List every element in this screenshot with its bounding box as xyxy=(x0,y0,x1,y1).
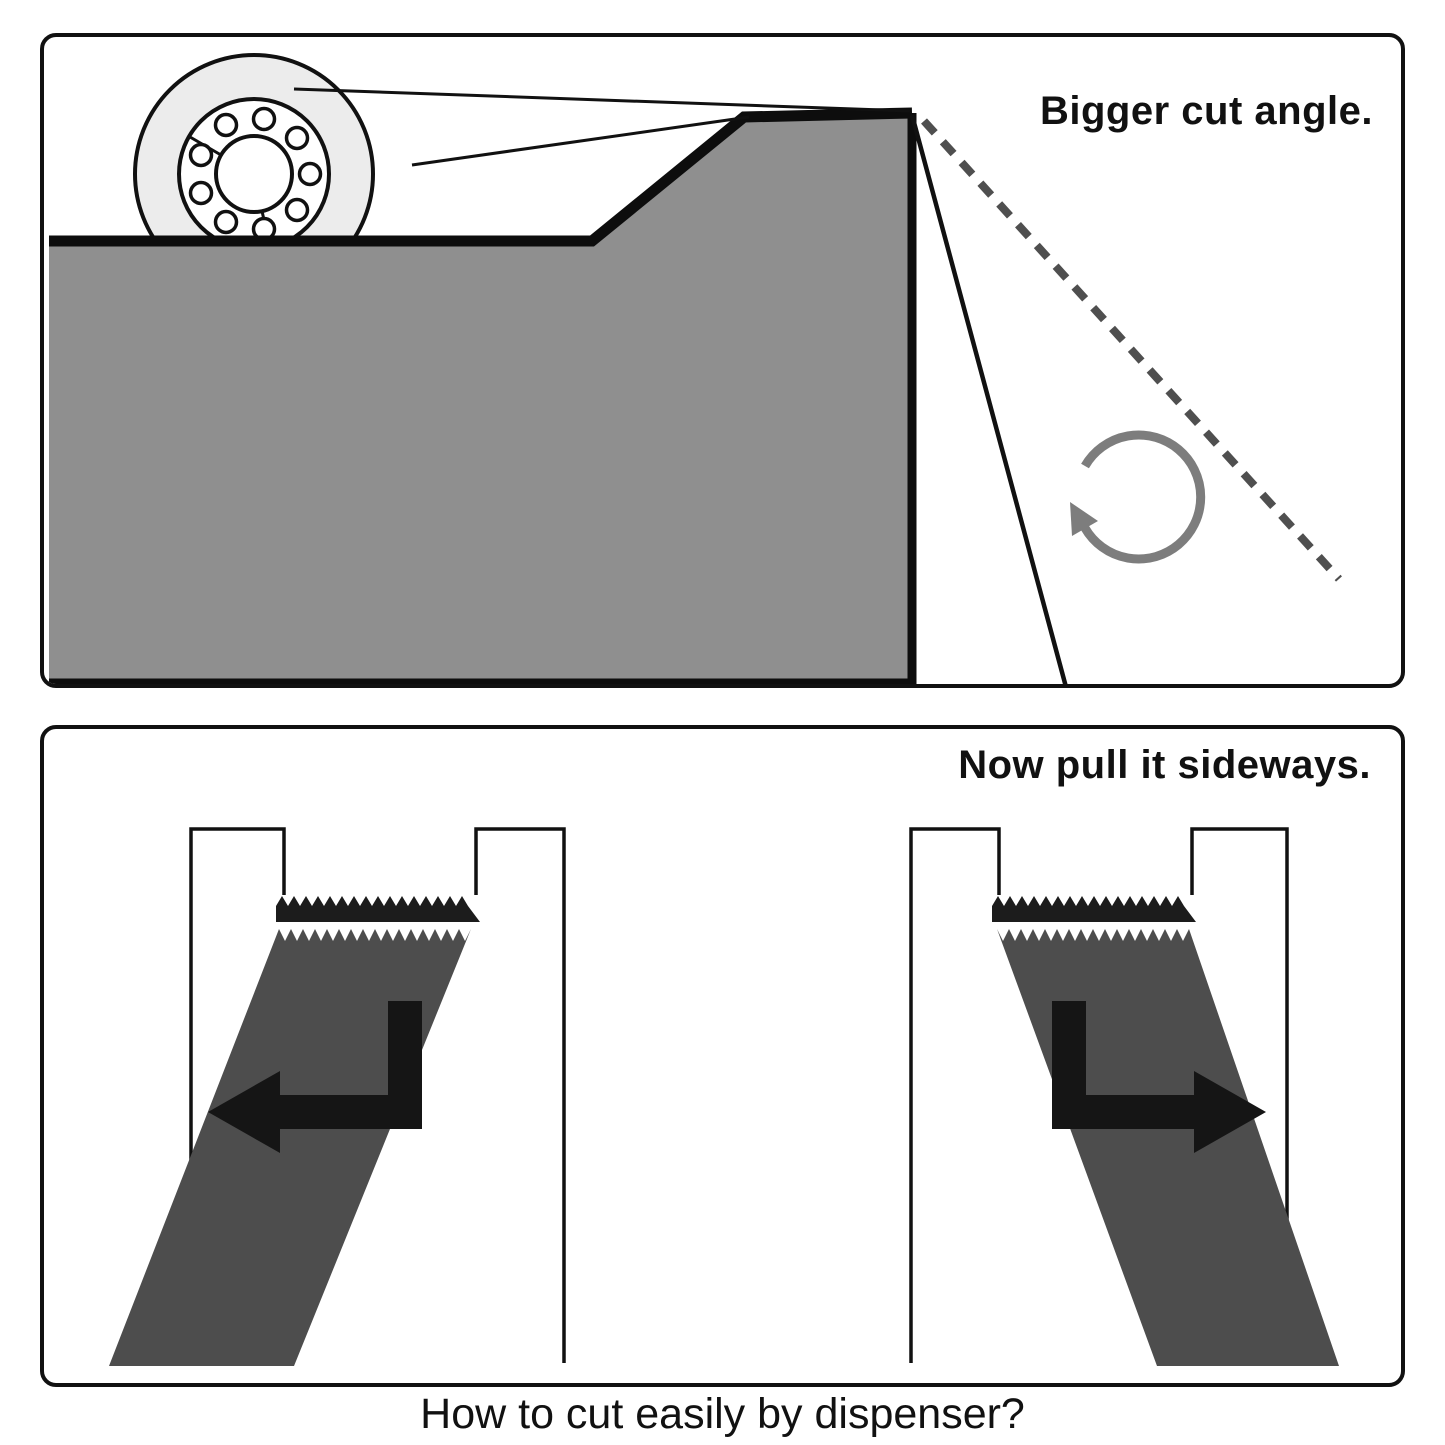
rotation-arrow-head xyxy=(1070,502,1098,536)
rotation-arrow xyxy=(1070,430,1206,564)
dispenser-top-edge xyxy=(49,107,913,247)
cutter-head-outline-left xyxy=(909,827,1001,1363)
pull-left-arrow xyxy=(208,1001,422,1153)
serrated-blade xyxy=(276,896,480,922)
top-panel-label: Bigger cut angle. xyxy=(1040,89,1373,133)
tape-roll-hub xyxy=(214,134,294,214)
tape-strand-lower xyxy=(411,115,750,167)
bottom-panel: Now pull it sideways. xyxy=(40,725,1405,1387)
tape-end-current-angle xyxy=(909,114,1068,684)
cutter-head-outline-right xyxy=(1190,827,1289,1363)
top-panel: Bigger cut angle. xyxy=(40,33,1405,688)
pull-left-figure xyxy=(109,827,566,1366)
dispenser-cut-angle-diagram xyxy=(49,53,1342,684)
pull-right-arrow xyxy=(1052,1001,1266,1153)
tape-strand-upper xyxy=(293,87,911,113)
pull-sideways-diagram xyxy=(109,827,1339,1366)
pull-right-figure xyxy=(909,827,1339,1366)
tape-end-bigger-angle-dashed xyxy=(921,118,1342,582)
tape-roll xyxy=(133,53,375,295)
dispenser-body xyxy=(49,113,912,684)
roll-bearing-balls xyxy=(188,106,323,242)
cutter-head-outline-right xyxy=(474,827,566,1363)
caption: How to cut easily by dispenser? xyxy=(420,1390,1025,1438)
serrated-blade xyxy=(992,896,1196,922)
cutter-head-outline-left xyxy=(189,827,286,1363)
bottom-panel-label: Now pull it sideways. xyxy=(958,743,1371,787)
rotation-arrow-arc xyxy=(1081,430,1206,564)
tape-band xyxy=(109,929,471,1366)
